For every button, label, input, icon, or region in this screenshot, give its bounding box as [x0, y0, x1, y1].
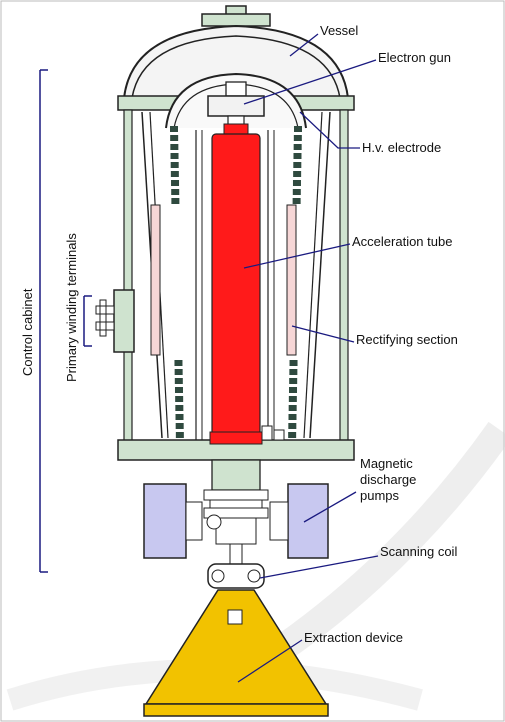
coil-segment	[292, 180, 301, 186]
coil-segment	[174, 378, 183, 384]
coil-segment	[171, 189, 180, 195]
label-primary-winding-terminals: Primary winding terminals	[64, 233, 79, 382]
label-magnetic-pumps-2: discharge	[360, 472, 416, 487]
coil-segment	[288, 432, 297, 438]
primary-winding-terminals-box	[83, 289, 135, 353]
coil-segment	[175, 405, 184, 411]
coil-segment	[289, 360, 298, 366]
terminal-hardware	[261, 425, 285, 441]
coil-segment	[170, 144, 179, 150]
coil-segment	[175, 432, 184, 438]
label-magnetic-pumps-3: pumps	[360, 488, 400, 503]
rectifying-section	[150, 204, 297, 356]
acceleration-tube	[209, 123, 263, 445]
coil-segment	[175, 414, 184, 420]
coil-segment	[293, 171, 302, 177]
scanning-coil	[207, 563, 265, 589]
coil-segment	[174, 369, 183, 375]
coil-segment	[175, 396, 184, 402]
coil-segment	[288, 414, 297, 420]
coil-segment	[288, 423, 297, 429]
label-acceleration-tube: Acceleration tube	[352, 234, 452, 249]
coil-segment	[288, 405, 297, 411]
magnetic-pump-right	[269, 483, 329, 559]
coil-segment	[174, 387, 183, 393]
coil-segment	[292, 198, 301, 204]
magnetic-pump-left	[143, 483, 203, 559]
coil-segment	[174, 360, 183, 366]
coil-segment	[293, 153, 302, 159]
label-vessel: Vessel	[320, 23, 358, 38]
label-extraction-device: Extraction device	[304, 630, 403, 645]
coil-segment	[293, 162, 302, 168]
coil-segment	[293, 144, 302, 150]
coil-segment	[289, 387, 298, 393]
coil-segment	[171, 180, 180, 186]
coil-segment	[292, 189, 301, 195]
coil-segment	[171, 198, 180, 204]
coil-segment	[289, 378, 298, 384]
coil-segment	[170, 135, 179, 141]
coil-segment	[170, 126, 178, 132]
control-cabinet-bracket	[39, 69, 48, 573]
coil-segment	[293, 135, 302, 141]
rectifier-stack-left	[170, 126, 184, 438]
coil-segment	[170, 162, 179, 168]
coil-segment	[175, 423, 184, 429]
extraction-device	[143, 589, 329, 717]
label-control-cabinet: Control cabinet	[20, 288, 35, 376]
coil-segment	[170, 153, 179, 159]
rectifier-stack-right	[288, 126, 302, 438]
label-electron-gun: Electron gun	[378, 50, 451, 65]
coil-segment	[294, 126, 302, 132]
coil-segment	[289, 369, 298, 375]
electron-gun	[207, 81, 265, 127]
label-hv-electrode: H.v. electrode	[362, 140, 441, 155]
coil-segment	[170, 171, 179, 177]
beam-line	[203, 459, 269, 585]
coil-segment	[288, 396, 297, 402]
label-magnetic-pumps-1: Magnetic	[360, 456, 413, 471]
label-rectifying-section: Rectifying section	[356, 332, 458, 347]
support-rods	[195, 130, 275, 440]
label-scanning-coil: Scanning coil	[380, 544, 457, 559]
pointer-lines	[237, 33, 379, 683]
